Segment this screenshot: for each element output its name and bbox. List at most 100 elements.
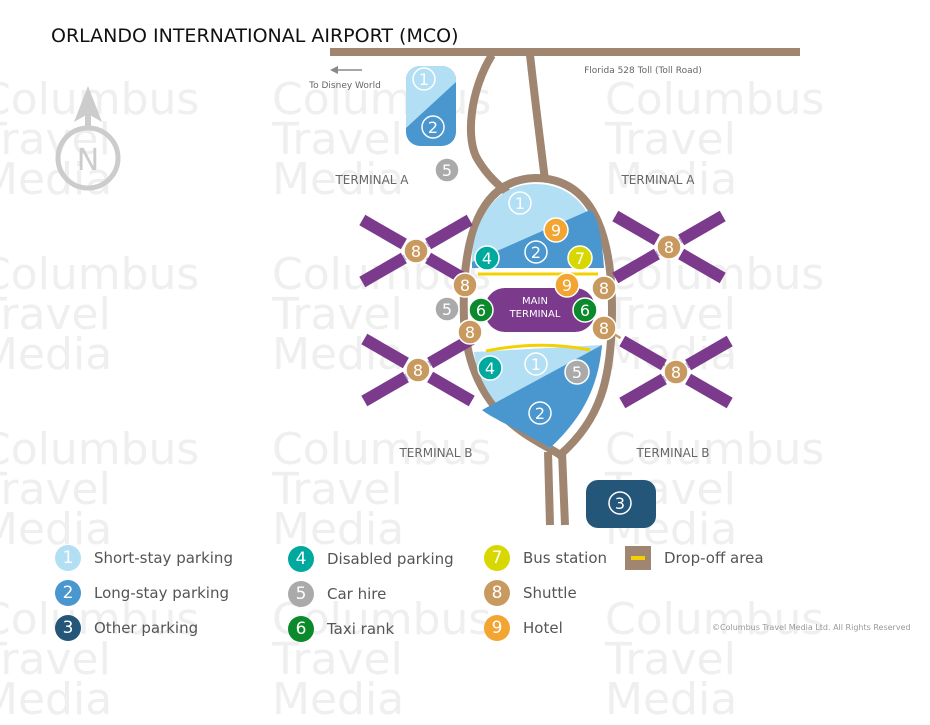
marker-1[interactable]: 1 [508, 191, 532, 215]
legend-item: 7 Bus station [484, 543, 607, 573]
map-label: Florida 528 Toll (Toll Road) [584, 66, 702, 76]
legend-label: Shuttle [523, 584, 577, 602]
marker-5[interactable]: 5 [434, 157, 460, 183]
map-label: To Disney World [308, 81, 381, 91]
legend-label: Long-stay parking [94, 584, 230, 602]
marker-1[interactable]: 1 [412, 67, 436, 91]
marker-8[interactable]: 8 [452, 272, 478, 298]
copyright: ©Columbus Travel Media Ltd. All Rights R… [712, 623, 911, 632]
svg-text:N: N [77, 143, 99, 178]
marker-1[interactable]: 1 [524, 352, 548, 376]
svg-text:9: 9 [562, 276, 572, 295]
svg-text:2: 2 [428, 118, 438, 137]
marker-2[interactable]: 2 [528, 401, 552, 425]
svg-text:6: 6 [476, 301, 486, 320]
marker-8[interactable]: 8 [405, 357, 431, 383]
svg-text:5: 5 [442, 161, 452, 180]
svg-text:8: 8 [413, 361, 423, 380]
legend-item: 6 Taxi rank [288, 614, 394, 644]
legend-marker-icon: 4 [288, 546, 314, 572]
dropoff-icon [625, 546, 651, 570]
watermark-text: Columbus Travel Media [272, 424, 492, 555]
svg-text:5: 5 [442, 300, 452, 319]
main-terminal [485, 288, 595, 332]
svg-text:5: 5 [572, 363, 582, 382]
legend-label: Other parking [94, 619, 199, 637]
svg-text:4: 4 [485, 359, 495, 378]
marker-8[interactable]: 8 [663, 359, 689, 385]
parking-area [586, 480, 656, 528]
svg-text:7: 7 [575, 249, 585, 268]
marker-8[interactable]: 8 [591, 315, 617, 341]
legend-label: Disabled parking [327, 550, 454, 568]
svg-text:6: 6 [580, 301, 590, 320]
legend-marker-icon: 2 [55, 580, 81, 606]
legend-label: Drop-off area [664, 549, 764, 567]
legend-label: Car hire [327, 585, 387, 603]
legend-marker-icon: 7 [484, 545, 510, 571]
svg-text:2: 2 [535, 404, 545, 423]
marker-5[interactable]: 5 [434, 296, 460, 322]
legend-item: 5 Car hire [288, 579, 386, 609]
svg-text:1: 1 [515, 194, 525, 213]
marker-9[interactable]: 9 [543, 217, 569, 243]
legend-item: 4 Disabled parking [288, 544, 454, 574]
map-label: TERMINAL B [635, 446, 709, 460]
legend-label: Taxi rank [327, 620, 395, 638]
legend-marker-icon: 5 [288, 581, 314, 607]
marker-4[interactable]: 4 [477, 355, 503, 381]
svg-text:4: 4 [482, 249, 492, 268]
marker-7[interactable]: 7 [567, 245, 593, 271]
svg-text:9: 9 [551, 221, 561, 240]
marker-5[interactable]: 5 [564, 359, 590, 385]
svg-text:8: 8 [671, 363, 681, 382]
legend-marker-icon: 3 [55, 615, 81, 641]
watermark-text: Columbus Travel Media [605, 74, 825, 205]
compass-icon: N [55, 86, 121, 191]
legend-marker-icon: 1 [55, 545, 81, 571]
legend-label: Bus station [523, 549, 608, 567]
marker-2[interactable]: 2 [421, 115, 445, 139]
marker-9[interactable]: 9 [554, 272, 580, 298]
marker-6[interactable]: 6 [468, 297, 494, 323]
marker-6[interactable]: 6 [572, 297, 598, 323]
map-label: TERMINAL A [334, 173, 409, 187]
legend-label: Short-stay parking [94, 549, 233, 567]
legend-label: Hotel [523, 619, 563, 637]
legend-item: 1 Short-stay parking [55, 543, 233, 573]
marker-3[interactable]: 3 [608, 491, 632, 515]
marker-4[interactable]: 4 [474, 245, 500, 271]
map-label: TERMINAL A [620, 173, 695, 187]
watermark-text: Columbus Travel Media [0, 249, 200, 380]
roads [330, 48, 800, 526]
watermark-text: Columbus Travel Media [0, 74, 200, 205]
legend-item: 8 Shuttle [484, 578, 577, 608]
svg-text:8: 8 [599, 279, 609, 298]
parking-areas [406, 66, 656, 528]
dropoff-areas [478, 272, 598, 353]
svg-text:1: 1 [419, 70, 429, 89]
marker-2[interactable]: 2 [524, 240, 548, 264]
svg-text:8: 8 [599, 319, 609, 338]
watermark-text: Columbus Travel Media [0, 424, 200, 555]
svg-text:8: 8 [411, 242, 421, 261]
legend-marker-icon: 6 [288, 616, 314, 642]
marker-8[interactable]: 8 [403, 238, 429, 264]
svg-text:2: 2 [531, 243, 541, 262]
marker-8[interactable]: 8 [656, 234, 682, 260]
svg-text:1: 1 [531, 355, 541, 374]
legend-item: 3 Other parking [55, 613, 198, 643]
legend-item: Drop-off area [625, 543, 764, 573]
map-label: TERMINAL B [398, 446, 472, 460]
marker-8[interactable]: 8 [457, 319, 483, 345]
legend-item: 2 Long-stay parking [55, 578, 229, 608]
page-title: ORLANDO INTERNATIONAL AIRPORT (MCO) [51, 25, 459, 47]
svg-text:8: 8 [664, 238, 674, 257]
marker-8[interactable]: 8 [591, 275, 617, 301]
satellite-terminal [612, 210, 726, 284]
legend-marker-icon: 8 [484, 580, 510, 606]
svg-text:8: 8 [465, 323, 475, 342]
